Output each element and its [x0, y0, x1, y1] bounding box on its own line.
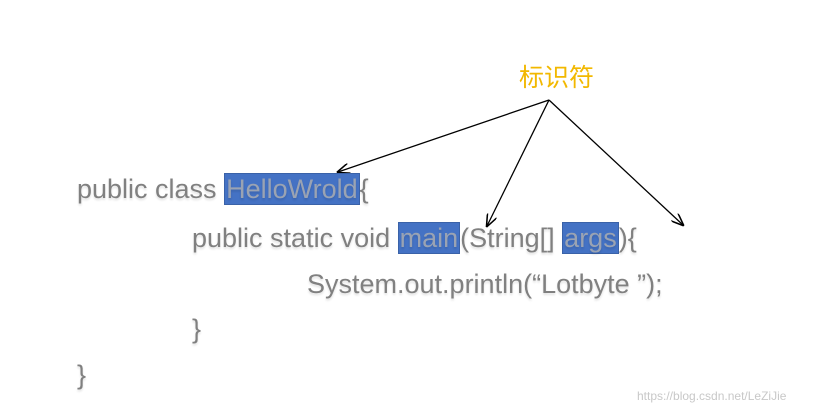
highlight-args: args: [562, 222, 619, 254]
arrow-to-main: [487, 99, 550, 226]
highlight-main: main: [397, 222, 461, 254]
watermark: https://blog.csdn.net/LeZiJie: [637, 389, 787, 403]
code-line-close-method: }: [192, 314, 202, 344]
arrow-to-args: [548, 99, 683, 225]
code-line-class: public class HelloWrold{: [77, 173, 369, 205]
code-line-println: System.out.println(“Lotbyte ”);: [307, 269, 663, 299]
arrow-to-class-name: [338, 99, 550, 172]
identifier-label: 标识符: [519, 63, 595, 92]
code-line-main: public static void main(String[] args){: [192, 222, 637, 254]
highlight-class-name: HelloWrold: [224, 173, 360, 205]
code-line-close-class: }: [77, 360, 87, 390]
